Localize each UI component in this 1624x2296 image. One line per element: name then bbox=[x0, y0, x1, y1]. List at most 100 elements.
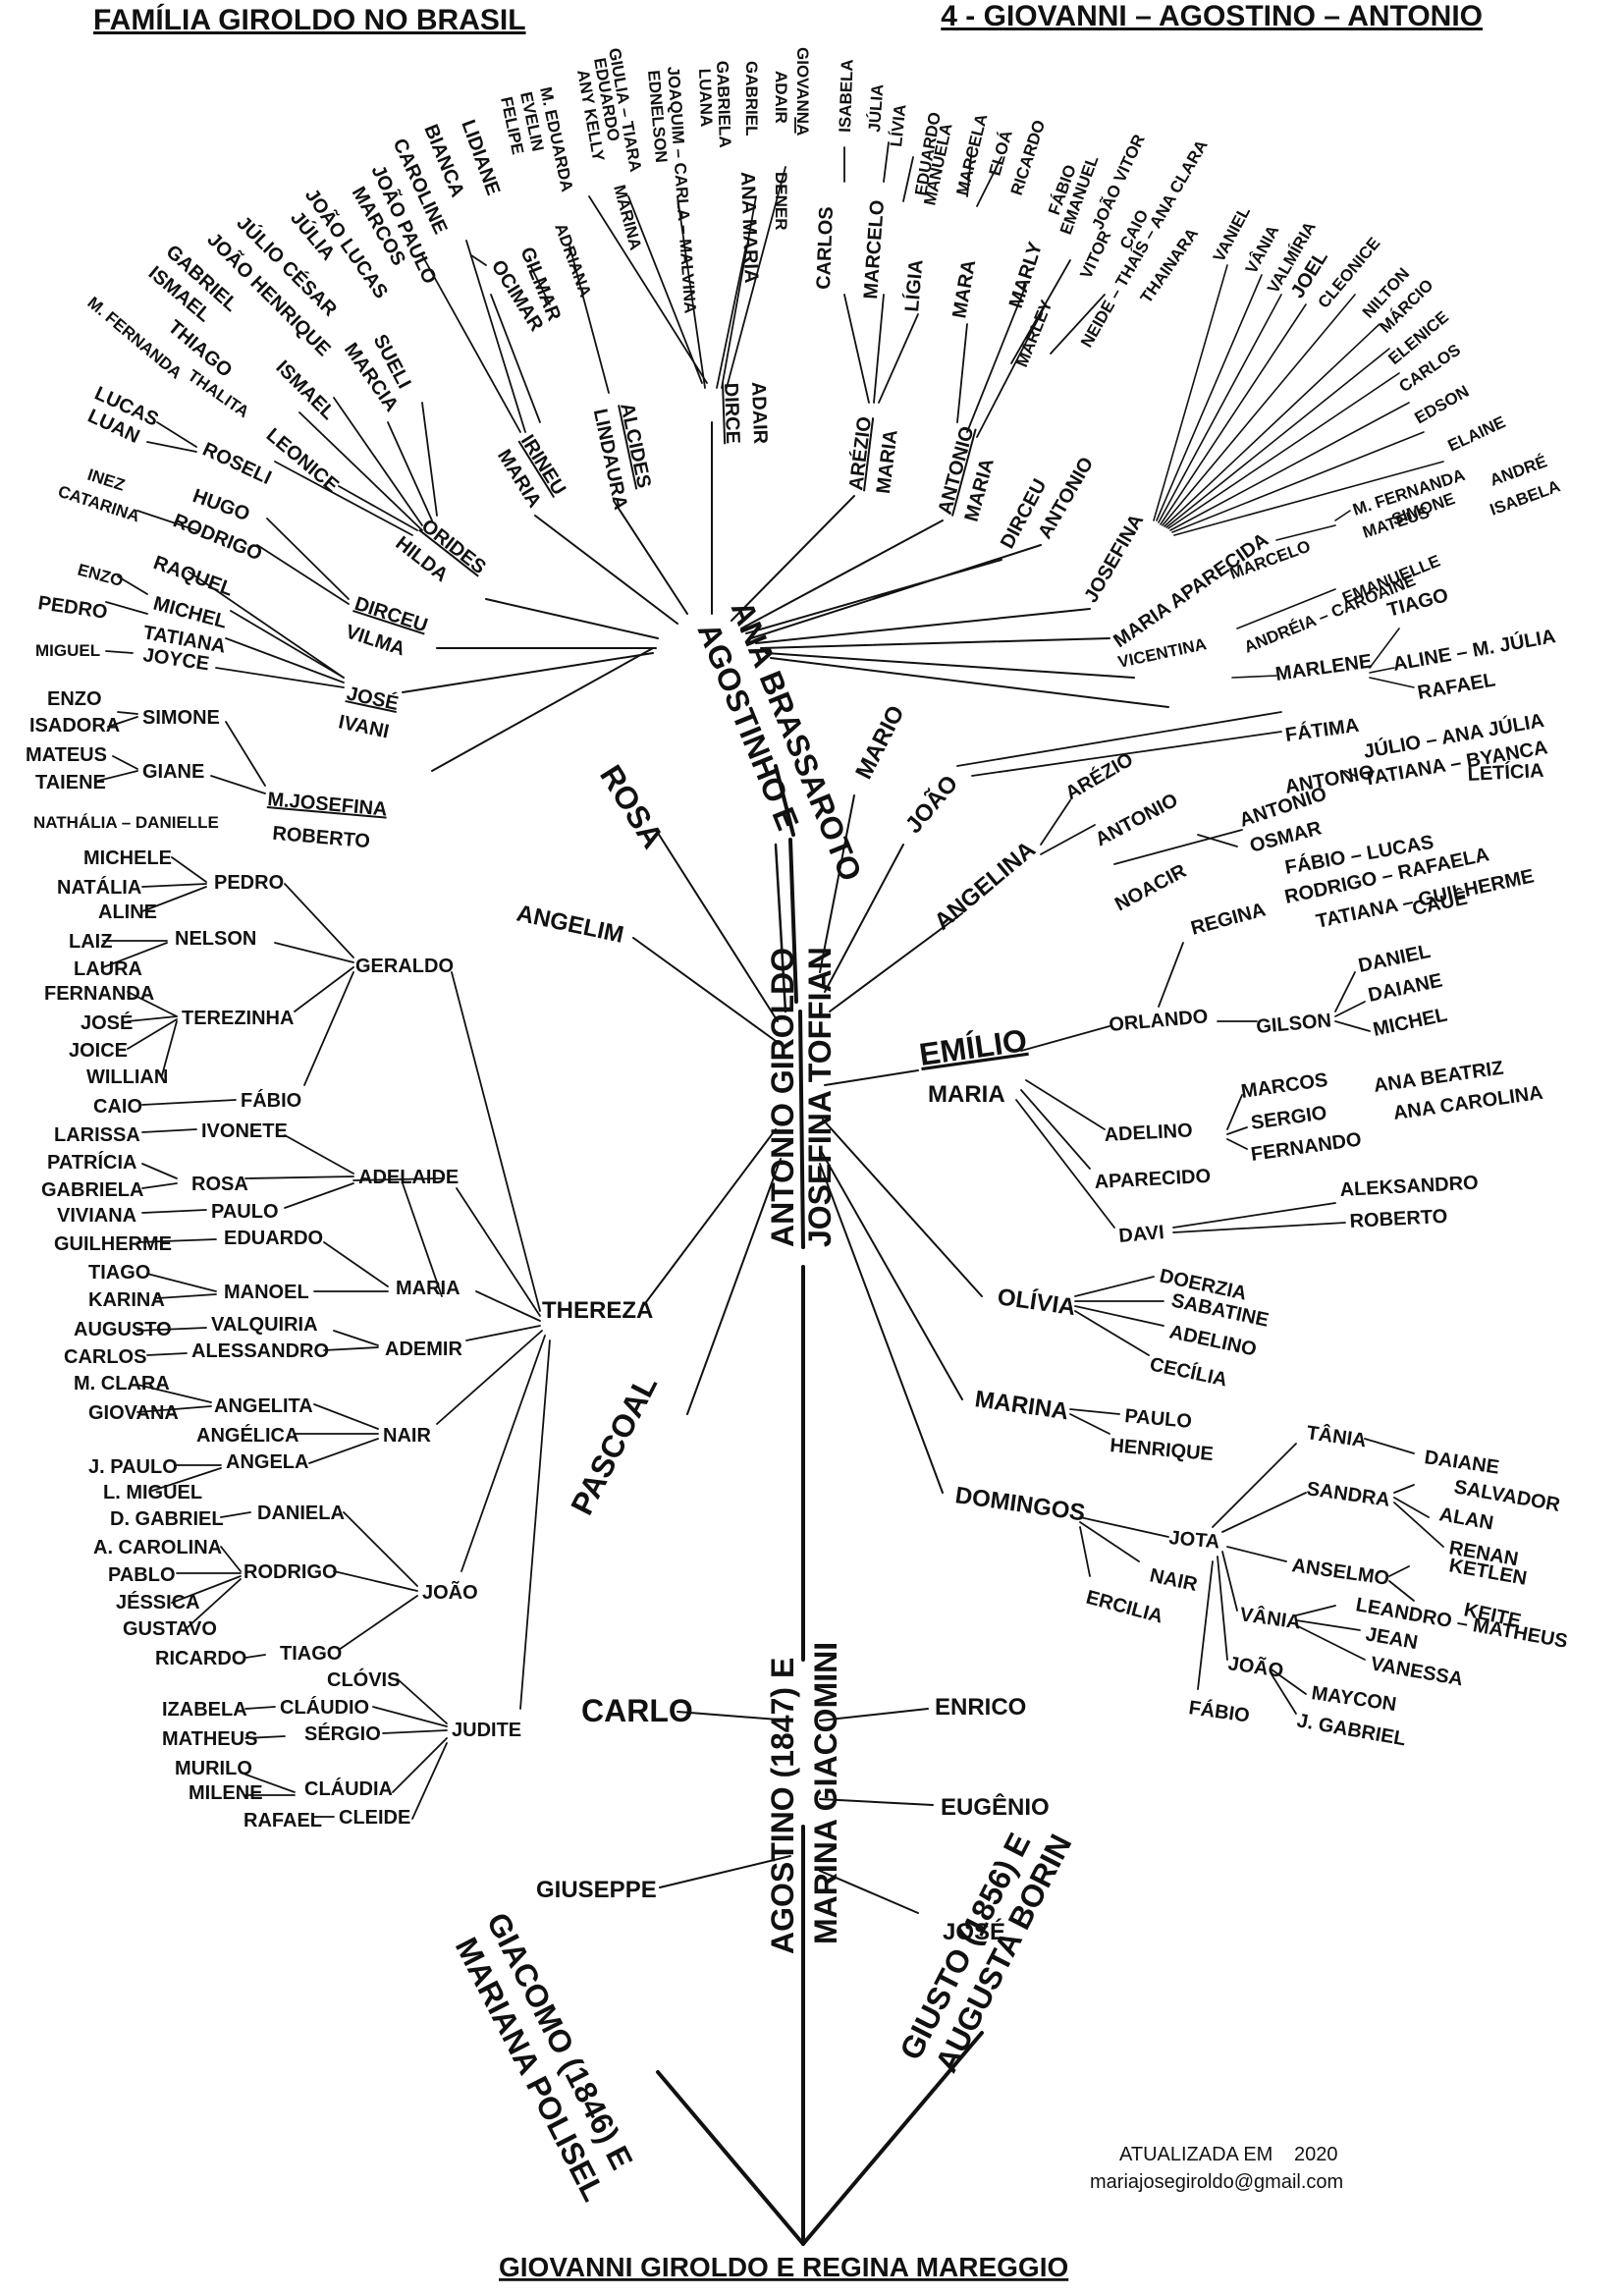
orides-grandchild-lines bbox=[146, 397, 438, 536]
domingos-child-fabio: FÁBIO bbox=[1187, 1696, 1251, 1726]
couple-mjosefina: M.JOSEFINA ROBERTO bbox=[267, 789, 389, 853]
arezio-gc-isabela: ISABELA bbox=[836, 59, 857, 133]
ademir-alessandro: ALESSANDRO bbox=[191, 1340, 329, 1362]
giusto-couple: GIUSTO (1856) E AUGUSTA BORIN bbox=[893, 1828, 1078, 2078]
nair-angelica: ANGÉLICA bbox=[196, 1424, 298, 1447]
couple-arezio-a: ARÉZIO bbox=[844, 415, 876, 492]
marina-child-paulo: PAULO bbox=[1124, 1405, 1193, 1433]
arezio-gc-livia: LÍVIA bbox=[887, 103, 909, 147]
joao-t-acarolina: A. CAROLINA bbox=[93, 1537, 222, 1558]
thereza-child-joao: JOÃO bbox=[422, 1581, 478, 1604]
jose-grandchild-lines bbox=[105, 571, 345, 688]
agostino-couple: AGOSTINO (1847) E MARINA GIACOMINI bbox=[765, 1642, 843, 1954]
mjosefina-grandchild-lines bbox=[97, 711, 266, 794]
dirce-gc-marina: MARINA bbox=[610, 183, 645, 252]
joao-t-tiago: TIAGO bbox=[280, 1643, 342, 1665]
adelaide-larissa: LARISSA bbox=[54, 1124, 140, 1146]
thereza-child-nair: NAIR bbox=[383, 1425, 431, 1447]
domingos-child-nair: NAIR bbox=[1148, 1564, 1200, 1596]
jose-gc-miguel: MIGUEL bbox=[35, 641, 100, 660]
dirce-gc-gabriel: GABRIEL bbox=[742, 61, 761, 137]
giacomo-couple: GIACOMO (1846) E MARIANA POLISEL bbox=[449, 1907, 640, 2207]
header-right-title: 4 - GIOVANNI – AGOSTINO – ANTONIO bbox=[941, 0, 1483, 32]
agostino-child-enrico: ENRICO bbox=[935, 1694, 1026, 1721]
emilio-child-michel: MICHEL bbox=[1371, 1004, 1449, 1040]
dirce-gc-joaquim: JOAQUIM – CARLA – MALVINA bbox=[664, 66, 700, 314]
domingos-child-tania: TÂNIA bbox=[1305, 1420, 1368, 1451]
antonio-child-joao: JOÃO bbox=[899, 770, 963, 839]
emilio-child-aparecido: APARECIDO bbox=[1094, 1166, 1212, 1193]
jos-gc-edson: EDSON bbox=[1412, 382, 1473, 428]
vic-gc-marlene: MARLENE bbox=[1274, 650, 1374, 685]
agostino-child-jose: JOSÉ bbox=[943, 1918, 1005, 1945]
judite-clovis: CLÓVIS bbox=[327, 1667, 400, 1691]
dirce-gc-ana-maria: ANA MARIA bbox=[736, 171, 762, 283]
maria-tiago: TIAGO bbox=[88, 1262, 150, 1284]
antonio-child-mario: MARIO bbox=[850, 701, 909, 784]
root-couple: GIOVANNI GIROLDO E REGINA MAREGGIO bbox=[499, 2252, 1068, 2282]
couple-mjosefina-a: M.JOSEFINA bbox=[267, 789, 389, 821]
ant-gc-marcela: MARCELA bbox=[952, 112, 991, 197]
domingos-child-joao: JOÃO bbox=[1226, 1652, 1284, 1682]
domingos-child-ercilia: ERCILIA bbox=[1084, 1587, 1165, 1628]
mj-gc-taiene: TAIENE bbox=[35, 772, 106, 793]
geraldo-joice: JOICE bbox=[69, 1040, 128, 1062]
ag-right-dirceu: DIRCEU bbox=[997, 475, 1051, 552]
marina-child-henrique: HENRIQUE bbox=[1110, 1435, 1215, 1465]
antonio-child-domingos: DOMINGOS bbox=[953, 1482, 1087, 1526]
adelaide-paulo: PAULO bbox=[211, 1201, 279, 1223]
ant-gc-eloa: ELOÁ bbox=[986, 128, 1016, 178]
geraldo-terezinha: TEREZINHA bbox=[182, 1008, 294, 1029]
orides-gc-leonice: LEONICE bbox=[262, 424, 343, 497]
antonio-line1: ANTONIO GIROLDO bbox=[765, 948, 800, 1247]
couple-mjosefina-b: ROBERTO bbox=[272, 823, 371, 853]
judite-milene: MILENE bbox=[189, 1782, 263, 1804]
nair-jpaulo: J. PAULO bbox=[88, 1456, 178, 1478]
joao-child-fatima: FÁTIMA bbox=[1283, 714, 1360, 746]
geraldo-laiz: LAIZ bbox=[69, 931, 112, 953]
domingos-child-jota: JOTA bbox=[1168, 1527, 1221, 1553]
arezio-gc-carlos: CARLOS bbox=[813, 206, 838, 290]
adelaide-viviana: VIVIANA bbox=[57, 1205, 136, 1227]
domingos-child-anselmo: ANSELMO bbox=[1290, 1555, 1390, 1590]
ag-right-josefina: JOSEFINA bbox=[1080, 511, 1148, 607]
arezio-gc-marcelo: MARCELO bbox=[860, 199, 889, 300]
geraldo-aline: ALINE bbox=[98, 902, 157, 923]
joao-family-lines bbox=[956, 711, 1356, 777]
maria-ap-grandchild-lines bbox=[1236, 510, 1351, 629]
antonio-child-marina: MARINA bbox=[973, 1386, 1070, 1425]
couple-irineu: IRINEU MARIA bbox=[493, 431, 569, 512]
domingos-child-daiane: DAIANE bbox=[1423, 1447, 1500, 1478]
judite-claudia: CLÁUDIA bbox=[304, 1777, 393, 1800]
geraldo-laura: LAURA bbox=[74, 958, 142, 980]
upper-trunk-lines bbox=[774, 843, 787, 1013]
couple-dirce: DIRCE ADAIR bbox=[720, 381, 771, 445]
judite-cleide: CLEIDE bbox=[339, 1807, 410, 1829]
dirce-gc-adair: ADAIR bbox=[772, 71, 790, 124]
angelina-child-arezio: ARÉZIO bbox=[1061, 748, 1137, 805]
joao-t-dgabriel: D. GABRIEL bbox=[110, 1508, 224, 1530]
geraldo-willian: WILLIAN bbox=[86, 1066, 168, 1088]
angelina-child-antonio: ANTONIO bbox=[1092, 790, 1181, 851]
domingos-child-sandra: SANDRA bbox=[1305, 1478, 1391, 1511]
angelina-child-noacir: NOACIR bbox=[1111, 860, 1190, 916]
jose-gc-raquel: RAQUEL bbox=[150, 552, 236, 601]
adelaide-patricia: PATRÍCIA bbox=[47, 1151, 136, 1174]
olivia-child-adelino: ADELINO bbox=[1167, 1321, 1259, 1360]
footer-updated-year: 2020 bbox=[1294, 2144, 1338, 2165]
couple-arezio: ARÉZIO MARIA bbox=[844, 415, 902, 495]
ant-gc-ricardo: RICARDO bbox=[1007, 118, 1050, 197]
footer-email: mariajosegiroldo@gmail.com bbox=[1090, 2171, 1343, 2193]
ant-gc-mara: MARA bbox=[948, 258, 980, 320]
antonio-child-angelina: ANGELINA bbox=[930, 836, 1041, 935]
dirceu-gc-catarina: CATARINA bbox=[56, 482, 142, 526]
joao-t-gustavo: GUSTAVO bbox=[123, 1618, 217, 1640]
ademir-carlos: CARLOS bbox=[64, 1346, 146, 1368]
agostino-line1: AGOSTINO (1847) E bbox=[765, 1658, 800, 1954]
arezio-gc-ligia: LÍGIA bbox=[900, 258, 928, 312]
thereza-child-geraldo: GERALDO bbox=[355, 956, 454, 977]
geraldo-fabio: FÁBIO bbox=[241, 1089, 301, 1112]
joao-t-rodrigo: RODRIGO bbox=[244, 1561, 338, 1583]
nair-giovana: GIOVANA bbox=[88, 1402, 179, 1424]
